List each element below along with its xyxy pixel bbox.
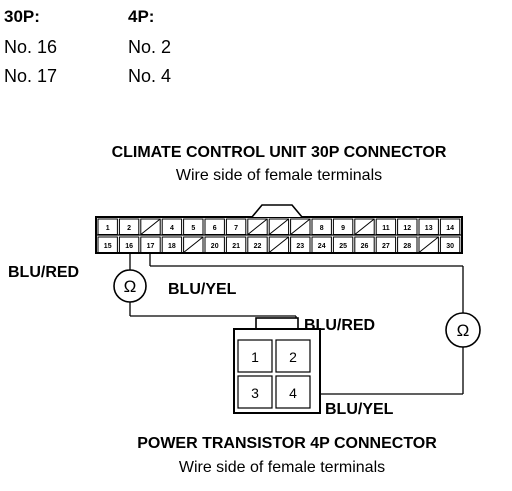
connector-30p-cavity (97, 218, 118, 235)
pin-table-4p-row-1: No. 2 (128, 37, 171, 57)
connector-30p-cavity-label: 22 (254, 243, 262, 250)
connector-30p-cavity-label: 13 (425, 225, 433, 232)
connector-30p-cavity (397, 218, 418, 235)
ohmmeter-right-circle (445, 312, 481, 348)
wire-label-left-blu-yel: BLU/YEL (168, 281, 237, 298)
connector-30p-cavity-label: 7 (234, 225, 238, 232)
connector-30p-cavity (418, 218, 439, 235)
connector-30p-cavity (204, 218, 225, 235)
connector-30p-cavity (439, 236, 461, 253)
connector-30p-cavity-label: 5 (191, 225, 195, 232)
connector-30p-cavity-label: 18 (168, 243, 176, 250)
connector-30p-cavity (247, 236, 268, 253)
wire-label-right-blu-red: BLU/RED (304, 317, 375, 334)
pin-table-4p-row-2: No. 4 (128, 66, 171, 86)
connector-30p-cavity-label: 4 (170, 225, 174, 232)
connector-30p-cavity-label: 6 (213, 225, 217, 232)
connector-4p-title: POWER TRANSISTOR 4P CONNECTOR (137, 435, 437, 452)
connector-30p-cavity (118, 218, 140, 235)
connector-4p-cavity-4 (275, 375, 311, 409)
connector-30p-cavity (161, 236, 183, 253)
pin-table-30p-row-1: No. 16 (4, 37, 57, 57)
connector-30p-cavity (397, 236, 418, 253)
connector-30p-cavity-label: 27 (382, 243, 390, 250)
connector-30p-cavity (332, 236, 354, 253)
connector-4p-label-2: 2 (289, 349, 297, 365)
connector-30p-cavity (332, 218, 354, 235)
connector-4p-cavity-1 (237, 339, 273, 373)
connector-30p-cavity (225, 218, 247, 235)
connector-30p-cavity-label: 28 (403, 243, 411, 250)
pin-table-30p-header: 30P: (4, 7, 40, 26)
connector-4p-subtitle: Wire side of female terminals (179, 459, 385, 476)
connector-30p-cavity-label: 11 (382, 225, 390, 232)
connector-30p-empty-cavity-mark (268, 236, 289, 253)
wiring (129, 253, 464, 395)
connector-4p-label-1: 1 (251, 349, 259, 365)
connector-30p-cavity (375, 236, 397, 253)
connector-30p-empty-cavity-mark (418, 236, 439, 253)
connector-30p-cavity (183, 218, 204, 235)
ohmmeter-right: Ω (445, 312, 481, 348)
connector-30p-empty-cavity-mark (290, 218, 311, 235)
connector-4p: 1 2 3 4 (233, 317, 321, 414)
connector-30p-cavity-label: 2 (127, 225, 131, 232)
wire-label-right-blu-yel: BLU/YEL (325, 401, 394, 418)
connector-30p-cavity (354, 236, 375, 253)
connector-30p-cavity-label: 1 (106, 225, 110, 232)
connector-30p-cavity-label: 20 (211, 243, 219, 250)
connector-30p-empty-cavity-mark (268, 218, 289, 235)
connector-30p-cavity-label: 26 (361, 243, 369, 250)
connector-30p-cavity (311, 236, 332, 253)
connector-30p-cavity-label: 12 (403, 225, 411, 232)
connector-30p-empty-cavity-mark (183, 236, 204, 253)
connector-30p-cavity (375, 218, 397, 235)
connector-30p-cavity-label: 16 (125, 243, 133, 250)
connector-30p-cavity (161, 218, 183, 235)
connector-30p-latch (251, 204, 303, 218)
connector-30p-empty-cavity-mark (354, 218, 375, 235)
ohmmeter-right-symbol: Ω (457, 321, 470, 340)
connector-4p-label-4: 4 (289, 385, 297, 401)
connector-30p-cavity (225, 236, 247, 253)
connector-4p-label-3: 3 (251, 385, 259, 401)
connector-4p-cavity-2 (275, 339, 311, 373)
connector-30p-cavity (204, 236, 225, 253)
ohmmeter-left-circle (113, 269, 147, 303)
connector-30p-empty-cavity-mark (247, 218, 268, 235)
connector-30p-cavity (311, 218, 332, 235)
ohmmeter-left-symbol: Ω (124, 277, 137, 296)
pin-reference-table: 30P: 4P: No. 16 No. 2 No. 17 No. 4 (4, 7, 171, 86)
ohmmeter-left: Ω (113, 269, 147, 303)
connector-30p-cavity (140, 236, 161, 253)
connector-30p-cavity-label: 15 (104, 243, 112, 250)
connector-30p-cavity-label: 21 (232, 243, 240, 250)
connector-30p-subtitle: Wire side of female terminals (176, 167, 382, 184)
connector-30p-cavity-label: 9 (341, 225, 345, 232)
connector-30p-cavity (290, 236, 311, 253)
connector-30p-cavity-label: 23 (296, 243, 304, 250)
connector-30p-cavity-label: 30 (446, 243, 454, 250)
pin-table-4p-header: 4P: (128, 7, 154, 26)
connector-30p-cavity (97, 236, 118, 253)
connector-30p-cavity-label: 24 (318, 243, 326, 250)
connector-30p-cavity-label: 8 (320, 225, 324, 232)
connector-30p-cavity-label: 25 (339, 243, 347, 250)
connector-30p-cavity-label: 17 (147, 243, 155, 250)
connector-30p-title: CLIMATE CONTROL UNIT 30P CONNECTOR (112, 144, 447, 161)
connector-30p-empty-cavity-mark (140, 218, 161, 235)
connector-30p-cavity (439, 218, 461, 235)
connector-4p-cavity-3 (237, 375, 273, 409)
pin-table-30p-row-2: No. 17 (4, 66, 57, 86)
connector-30p-cavity (118, 236, 140, 253)
wire-label-left-blu-red: BLU/RED (8, 264, 79, 281)
connector-30p-cavity-label: 14 (446, 225, 454, 232)
